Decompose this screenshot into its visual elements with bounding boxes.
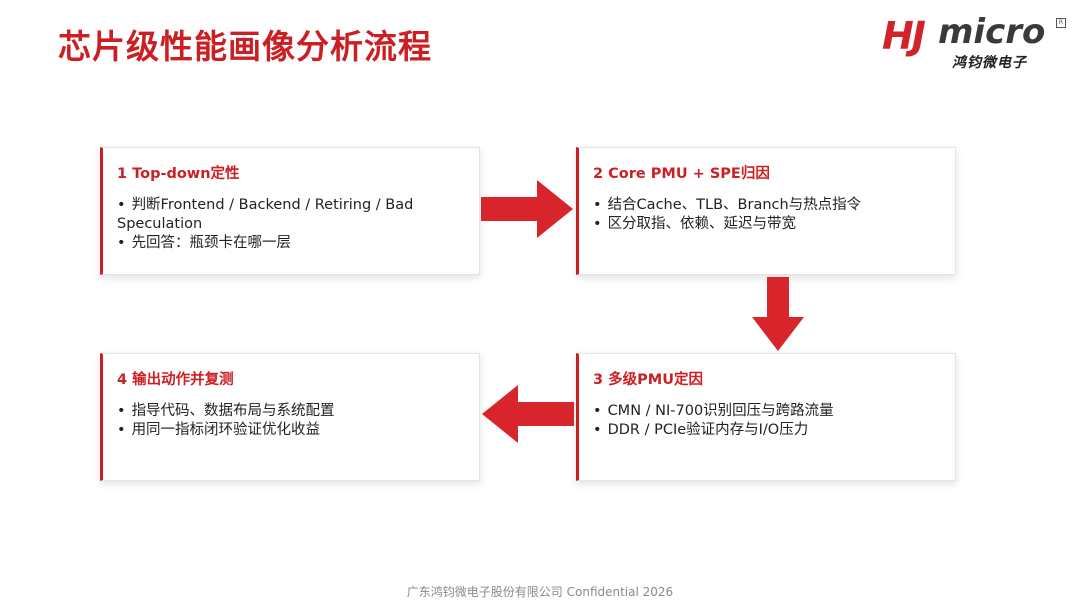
step-title: 3 多级PMU定因 (593, 372, 703, 388)
bullet-item: •判断Frontend / Backend / Retiring / Bad S… (117, 197, 414, 232)
logo-chinese-name: 鸿钧微电子 (952, 55, 1027, 71)
arrow-right-icon (481, 180, 573, 238)
step-card-3: 3 多级PMU定因 •CMN / NI-700识别回压与跨路流量 •DDR / … (576, 353, 956, 481)
step-card-2: 2 Core PMU + SPE归因 •结合Cache、TLB、Branch与热… (576, 147, 956, 275)
footer-text: 广东鸿钧微电子股份有限公司 Confidential 2026 (406, 585, 674, 599)
step-card-1: 1 Top-down定性 •判断Frontend / Backend / Ret… (100, 147, 480, 275)
step-title: 4 输出动作并复测 (117, 372, 234, 388)
step-title: 1 Top-down定性 (117, 166, 240, 182)
bullet-item: •用同一指标闭环验证优化收益 (117, 422, 321, 438)
bullet-item: •区分取指、依赖、延迟与带宽 (593, 216, 797, 232)
step-bullets: •结合Cache、TLB、Branch与热点指令 •区分取指、依赖、延迟与带宽 (593, 196, 935, 234)
arrow-left-icon (482, 385, 574, 443)
step-bullets: •判断Frontend / Backend / Retiring / Bad S… (117, 196, 459, 253)
step-title: 2 Core PMU + SPE归因 (593, 166, 770, 182)
company-logo: HJ micro 鸿钧微电子 R (882, 12, 1068, 71)
step-card-4: 4 输出动作并复测 •指导代码、数据布局与系统配置 •用同一指标闭环验证优化收益 (100, 353, 480, 481)
registered-mark: R (1056, 18, 1066, 28)
arrow-down-icon (752, 277, 804, 351)
logo-mark: HJ (882, 14, 926, 58)
bullet-item: •指导代码、数据布局与系统配置 (117, 403, 335, 419)
bullet-item: •CMN / NI-700识别回压与跨路流量 (593, 403, 834, 419)
logo-wordmark: micro (938, 12, 1046, 52)
step-bullets: •CMN / NI-700识别回压与跨路流量 •DDR / PCIe验证内存与I… (593, 402, 935, 440)
slide-title: 芯片级性能画像分析流程 (58, 27, 432, 66)
bullet-item: •DDR / PCIe验证内存与I/O压力 (593, 422, 809, 438)
step-bullets: •指导代码、数据布局与系统配置 •用同一指标闭环验证优化收益 (117, 402, 459, 440)
bullet-item: •先回答：瓶颈卡在哪一层 (117, 235, 292, 251)
bullet-item: •结合Cache、TLB、Branch与热点指令 (593, 197, 862, 213)
